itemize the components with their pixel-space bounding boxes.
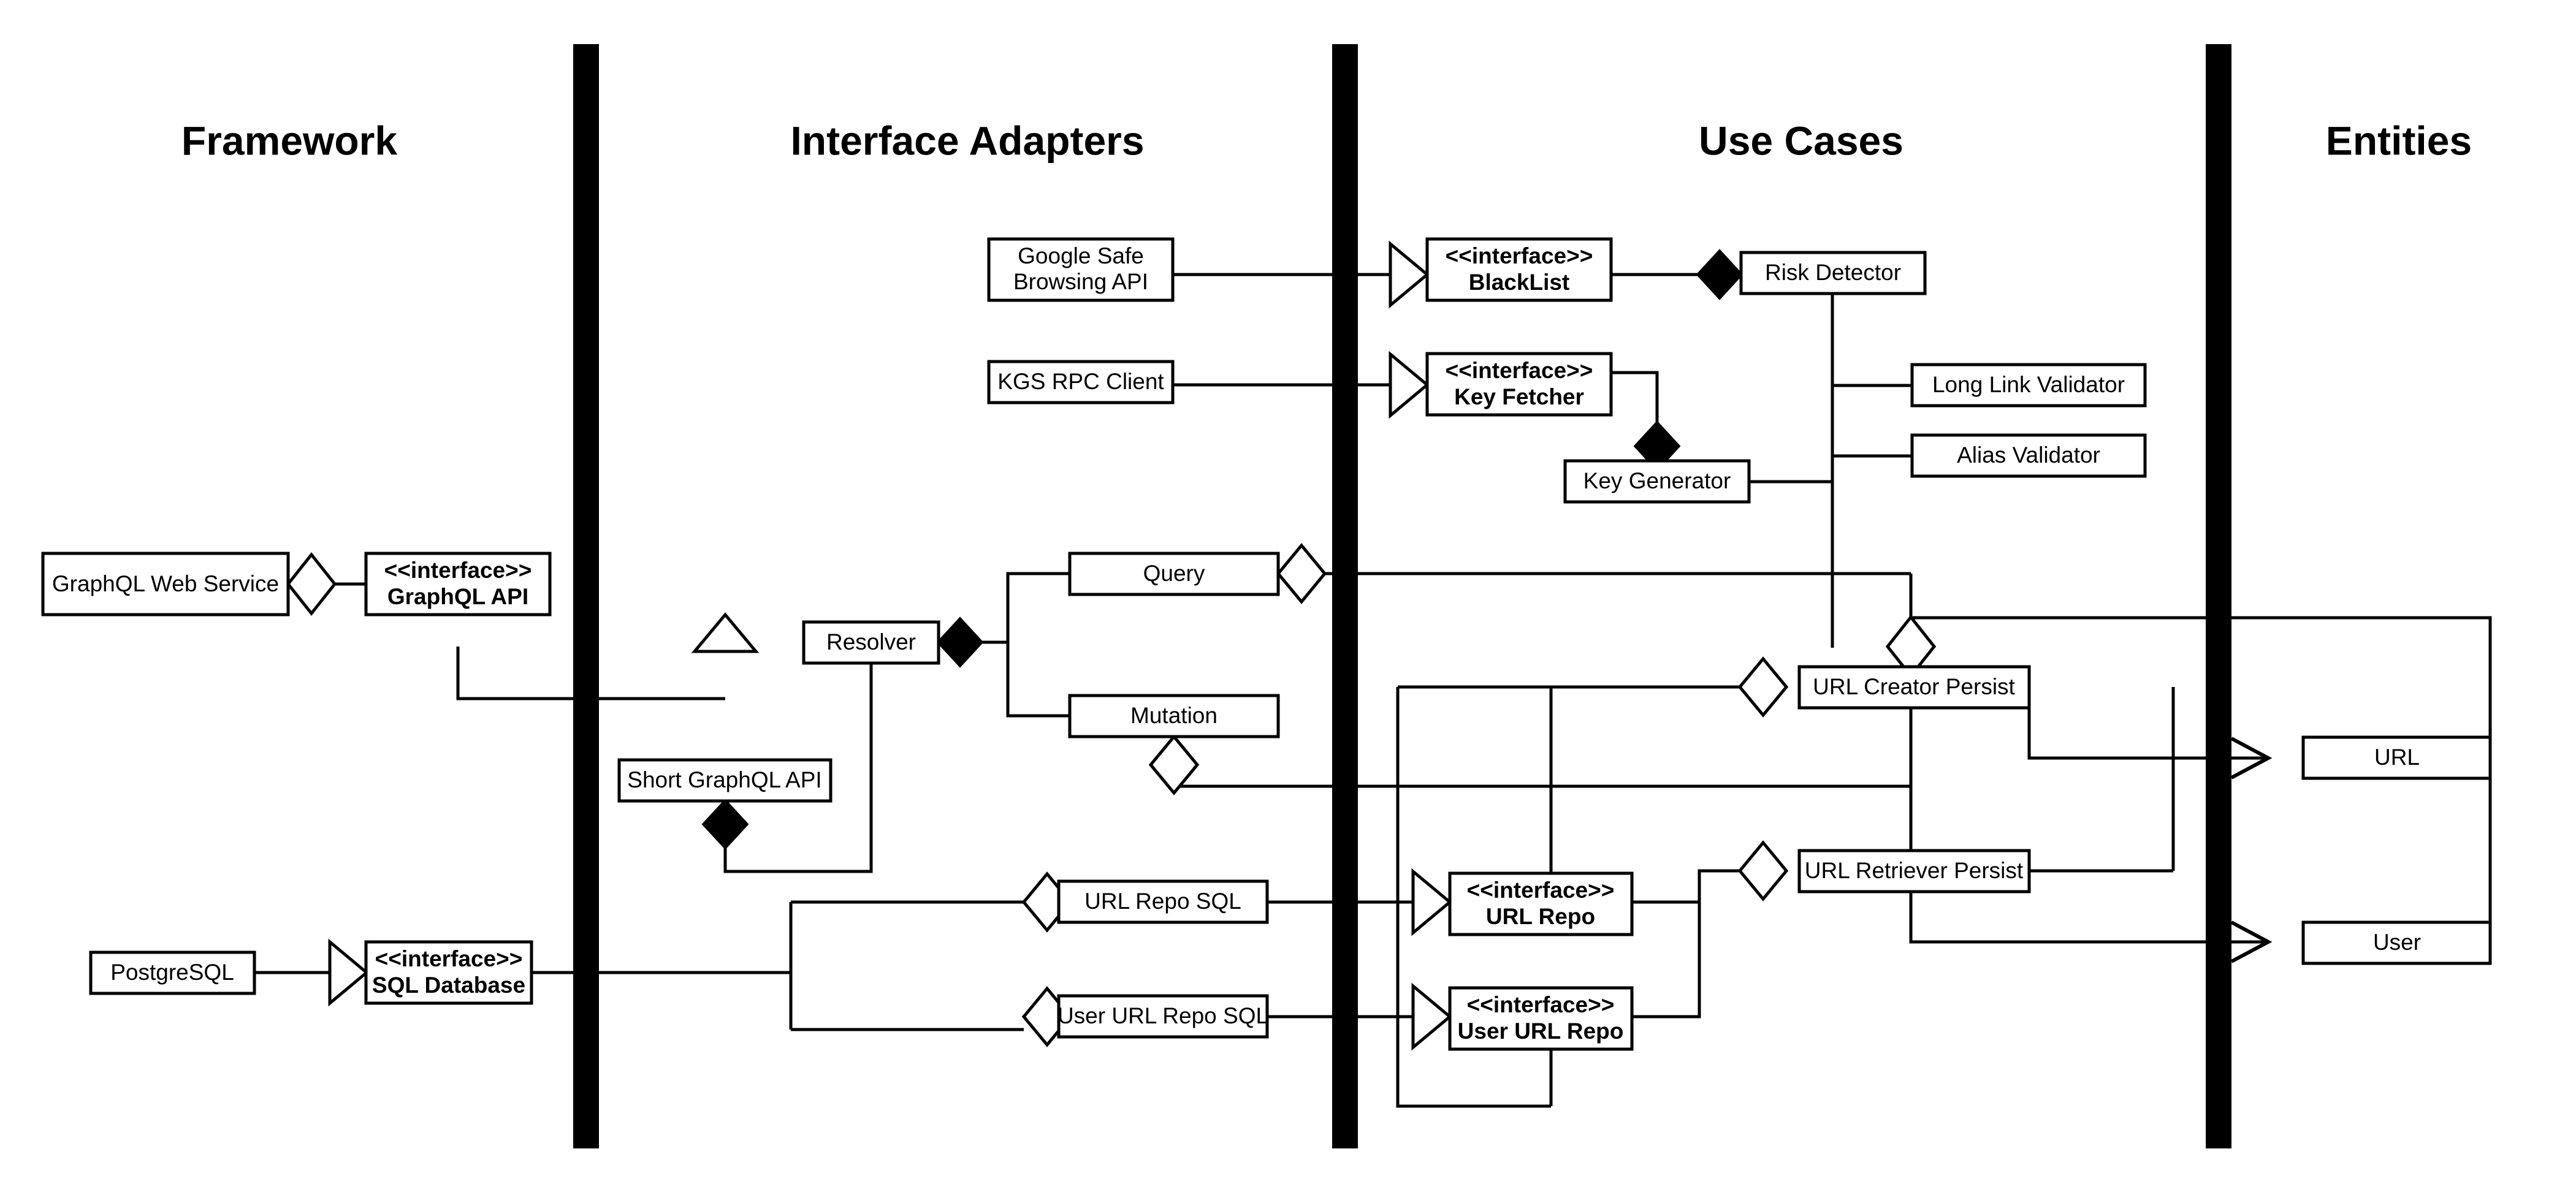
node-url-retriever-persist[interactable]: URL Retriever Persist: [1797, 849, 2031, 893]
node-stereotype-graphql-api: <<interface>>: [384, 558, 532, 583]
node-stereotype-blacklist: <<interface>>: [1446, 243, 1593, 268]
node-graphql-api[interactable]: <<interface>> GraphQL API: [364, 552, 552, 616]
node-stereotype-url-repo: <<interface>>: [1467, 878, 1615, 903]
node-label-query: Query: [1143, 561, 1205, 586]
dependency-arrow-url-icon: [2230, 737, 2273, 780]
node-user-url-repo-sql[interactable]: User URL Repo SQL: [1057, 994, 1269, 1039]
node-label-resolver: Resolver: [826, 629, 916, 654]
layer-header-framework: Framework: [181, 118, 397, 163]
node-stereotype-key-fetcher: <<interface>>: [1446, 358, 1593, 383]
node-stereotype-sql-database: <<interface>>: [375, 946, 523, 971]
node-user-entity[interactable]: User: [2301, 920, 2492, 965]
node-label-google-safe-browsing-api-2: Browsing API: [1013, 269, 1148, 294]
node-label-graphql-api: GraphQL API: [387, 584, 528, 609]
layer-separator-usecases: [2206, 44, 2231, 1148]
realization-arrow-urlrepo-icon: [1411, 868, 1452, 936]
node-url-repo[interactable]: <<interface>> URL Repo: [1448, 871, 1634, 936]
node-label-postgresql: PostgreSQL: [110, 960, 234, 985]
node-label-url-retriever-persist: URL Retriever Persist: [1805, 858, 2024, 883]
realization-arrow-blacklist-icon: [1389, 240, 1430, 309]
node-url-entity[interactable]: URL: [2301, 735, 2492, 780]
node-label-long-link-validator: Long Link Validator: [1932, 372, 2125, 397]
node-resolver[interactable]: Resolver: [802, 620, 940, 665]
layer-header-entities: Entities: [2326, 118, 2472, 163]
node-label-key-generator: Key Generator: [1583, 468, 1731, 493]
aggregation-diamond-creator-left-icon: [1737, 656, 1789, 718]
edge-resolver-mutation: [1006, 642, 1070, 718]
node-sql-database[interactable]: <<interface>> SQL Database: [364, 940, 533, 1005]
node-key-generator[interactable]: Key Generator: [1563, 459, 1751, 504]
node-url-repo-sql[interactable]: URL Repo SQL: [1057, 879, 1269, 924]
edge-mutation-down: [1172, 737, 1911, 788]
aggregation-diamond-mutation-icon: [1148, 734, 1200, 795]
node-google-safe-browsing-api[interactable]: Google Safe Browsing API: [987, 237, 1175, 302]
node-short-graphql-api[interactable]: Short GraphQL API: [617, 758, 833, 803]
node-long-link-validator[interactable]: Long Link Validator: [1910, 363, 2147, 408]
node-label-sql-database: SQL Database: [372, 973, 525, 998]
aggregation-diamond-graphqlws-icon: [286, 552, 337, 616]
node-postgresql[interactable]: PostgreSQL: [89, 950, 256, 995]
node-mutation[interactable]: Mutation: [1068, 694, 1280, 738]
node-label-user-url-repo: User URL Repo: [1458, 1019, 1624, 1044]
node-query[interactable]: Query: [1068, 552, 1280, 596]
node-kgs-rpc-client[interactable]: KGS RPC Client: [987, 360, 1175, 404]
realization-arrow-sqldatabase-icon: [328, 938, 369, 1007]
edge-urlrepo-retriever: [1632, 869, 1740, 904]
realization-arrow-userurlrepo-icon: [1411, 982, 1452, 1051]
edge-userrepo-retriever: [1632, 902, 1701, 1019]
composition-diamond-resolver-icon: [936, 616, 984, 668]
aggregation-diamond-retriever-left-icon: [1737, 840, 1789, 901]
node-label-kgs-rpc-client: KGS RPC Client: [997, 369, 1164, 394]
node-label-url-entity: URL: [2374, 745, 2420, 770]
dependency-arrow-user-icon: [2230, 920, 2273, 963]
node-user-url-repo[interactable]: <<interface>> User URL Repo: [1448, 986, 1634, 1051]
node-url-creator-persist[interactable]: URL Creator Persist: [1797, 665, 2031, 710]
layer-separator-adapters: [1332, 44, 1358, 1148]
node-label-user-url-repo-sql: User URL Repo SQL: [1057, 1003, 1268, 1028]
node-label-key-fetcher: Key Fetcher: [1454, 384, 1584, 409]
node-label-blacklist: BlackList: [1469, 270, 1570, 295]
node-label-url-creator-persist: URL Creator Persist: [1813, 674, 2015, 699]
layer-header-usecases: Use Cases: [1699, 118, 1903, 163]
node-alias-validator[interactable]: Alias Validator: [1910, 433, 2147, 478]
edge-retriever-to-user: [1909, 892, 2268, 944]
node-label-alias-validator: Alias Validator: [1957, 442, 2100, 468]
edge-shortapi-realizes-graphqlapi: [456, 647, 725, 700]
node-label-url-repo: URL Repo: [1486, 904, 1595, 929]
node-label-google-safe-browsing-api-1: Google Safe: [1018, 243, 1144, 268]
edge-resolver-querymutation: [980, 572, 1070, 644]
node-blacklist[interactable]: <<interface>> BlackList: [1425, 237, 1613, 302]
node-label-user-entity: User: [2373, 930, 2421, 955]
composition-diamond-shortgraphqlapi-icon: [701, 799, 749, 850]
node-stereotype-user-url-repo: <<interface>>: [1467, 992, 1615, 1017]
composition-diamond-riskdetector-icon: [1696, 249, 1743, 300]
node-label-url-repo-sql: URL Repo SQL: [1084, 889, 1241, 914]
aggregation-diamond-query-icon: [1276, 543, 1327, 604]
node-label-short-graphql-api: Short GraphQL API: [627, 767, 821, 792]
node-label-graphql-web-service: GraphQL Web Service: [52, 571, 279, 596]
realization-arrow-keyfetcher-icon: [1389, 351, 1430, 419]
layer-header-adapters: Interface Adapters: [790, 118, 1144, 163]
edge-creator-to-url: [2027, 687, 2268, 760]
layer-separator-framework: [573, 44, 599, 1148]
node-label-mutation: Mutation: [1130, 703, 1218, 728]
node-risk-detector[interactable]: Risk Detector: [1739, 251, 1927, 295]
generalization-arrow-graphqlapi-icon: [691, 612, 760, 653]
node-label-risk-detector: Risk Detector: [1765, 260, 1901, 285]
node-key-fetcher[interactable]: <<interface>> Key Fetcher: [1425, 352, 1613, 417]
node-graphql-web-service[interactable]: GraphQL Web Service: [41, 552, 290, 616]
